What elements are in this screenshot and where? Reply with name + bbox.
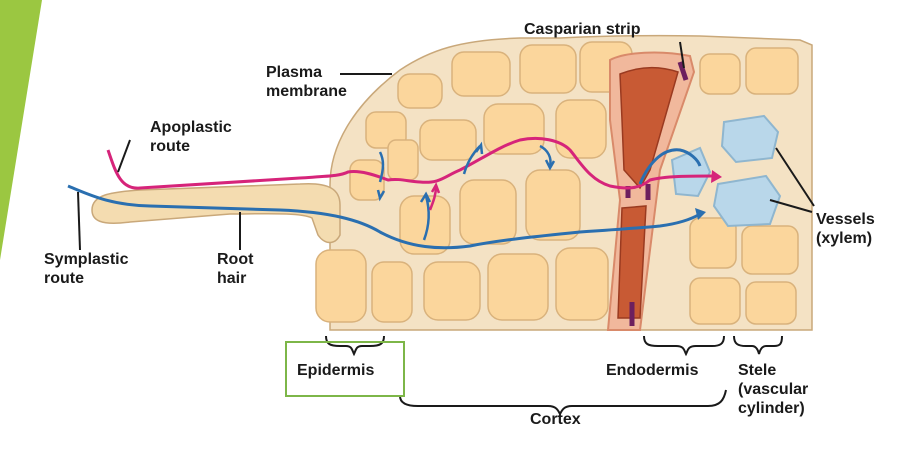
symplastic-route-line [67,184,701,250]
symplastic-arrow-head [695,208,706,220]
casparian-strip-marks [625,61,689,326]
leader-lines [77,41,815,251]
cross-wall-arrows [376,141,556,241]
endodermis-label: Endodermis [606,362,699,379]
epidermis-highlight-box [285,341,405,397]
cortex-cells [387,41,633,321]
stele-bracket [733,335,783,355]
casparian-strip-label: Casparian strip [524,21,641,38]
stele-cells [689,47,799,325]
epidermis-label: Epidermis [297,362,375,379]
xylem-vessels [670,114,782,228]
epidermis-bracket [325,335,385,357]
root-hair [91,182,341,244]
apoplastic-arrow-head [711,170,722,183]
symplastic-route-label: Symplastic route [44,251,129,287]
symplastic-branch-line [638,148,702,185]
plasma-membrane-label: Plasma membrane [266,64,347,100]
apoplastic-route-line [106,136,713,190]
apoplastic-route-label: Apoplastic route [150,119,232,155]
vessels-label: Vessels (xylem) [816,211,875,247]
cortex-bracket [399,389,727,417]
root-hair-label: Root hair [217,251,254,287]
endodermis-bracket [643,335,725,357]
endodermis-band [606,51,696,331]
cortex-label: Cortex [530,411,581,428]
stele-label: Stele (vascular cylinder) [738,362,809,417]
slide-accent-bar [0,0,42,260]
epidermis-cells [315,73,443,323]
tissue-brackets [325,335,783,417]
